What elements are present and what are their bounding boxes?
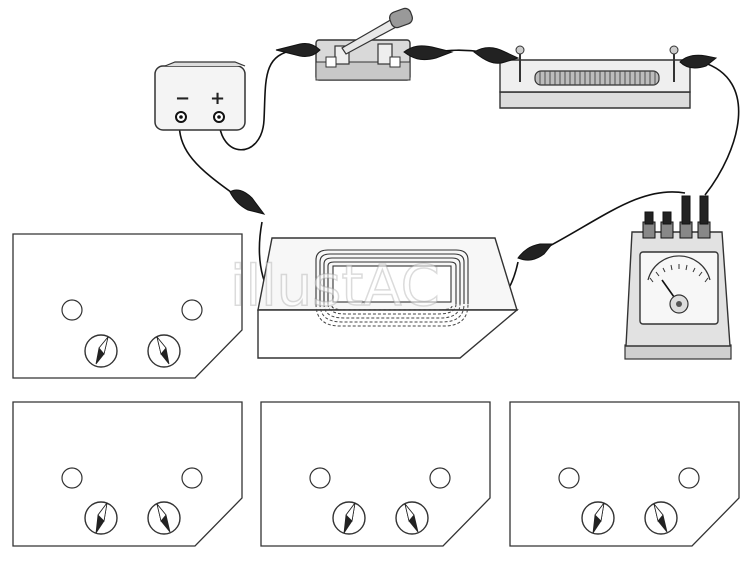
panel-hole-right bbox=[181, 467, 203, 489]
panel-hole-right bbox=[429, 467, 451, 489]
compass-icon bbox=[147, 501, 181, 535]
compass-icon bbox=[84, 334, 118, 368]
clip-resistor-left bbox=[473, 47, 520, 64]
compass-icon bbox=[147, 334, 181, 368]
panel-hole-left bbox=[309, 467, 331, 489]
resistor-board bbox=[499, 45, 691, 109]
panel-hole-right bbox=[678, 467, 700, 489]
compass-icon bbox=[644, 501, 678, 535]
clip-resistor-right bbox=[679, 54, 718, 69]
battery-body bbox=[154, 65, 246, 131]
wire-battery-positive-to-switch bbox=[218, 49, 296, 151]
compass-panel-top-left bbox=[12, 233, 243, 379]
panel-hole-right bbox=[181, 299, 203, 321]
compass-panel-bottom-middle bbox=[260, 401, 491, 547]
panel-hole-left bbox=[558, 467, 580, 489]
panel-hole-left bbox=[61, 467, 83, 489]
panel-hole-left bbox=[61, 299, 83, 321]
battery-positive-label: + bbox=[210, 88, 225, 109]
clip-switch-right bbox=[403, 45, 454, 61]
alligator-clips bbox=[229, 43, 718, 261]
wire-resistor-to-meter bbox=[701, 61, 740, 196]
meter-dial-window bbox=[639, 251, 719, 325]
knife-switch bbox=[315, 7, 413, 81]
wire-coil-to-meter bbox=[541, 191, 686, 251]
coil-hidden-windings bbox=[315, 303, 469, 327]
compass-icon bbox=[395, 501, 429, 535]
meter-terminals bbox=[642, 195, 711, 239]
compass-icon bbox=[84, 501, 118, 535]
coil-windings bbox=[315, 249, 469, 304]
battery-negative-label: − bbox=[175, 88, 190, 109]
resistor-winding bbox=[534, 70, 660, 86]
clip-coil-left bbox=[229, 189, 266, 215]
clip-switch-left bbox=[275, 43, 321, 57]
switch-handle bbox=[389, 7, 413, 29]
compass-icon bbox=[581, 501, 615, 535]
battery: − + bbox=[154, 61, 246, 131]
galvanometer bbox=[624, 195, 732, 360]
watermark: illustAC bbox=[230, 254, 440, 319]
compass-panel-bottom-left bbox=[12, 401, 243, 547]
compass-panel-bottom-right bbox=[509, 401, 740, 547]
coil-board bbox=[257, 237, 519, 359]
clip-coil-right bbox=[517, 243, 554, 261]
compass-icon bbox=[332, 501, 366, 535]
